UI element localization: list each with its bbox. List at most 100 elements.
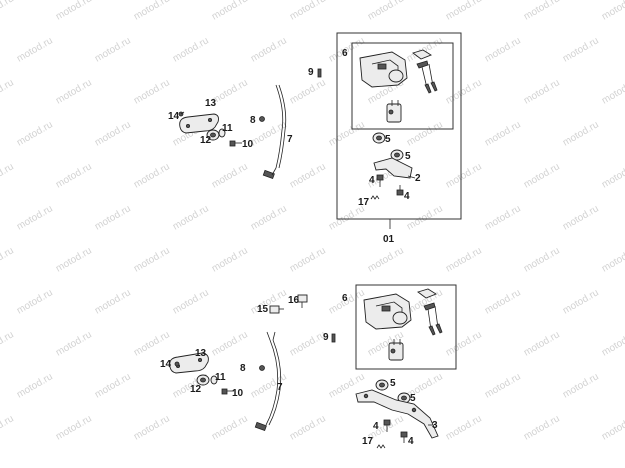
spring-2 bbox=[376, 444, 386, 449]
watermark-text-25: motod.ru bbox=[600, 77, 625, 106]
callout-4d: 4 bbox=[408, 436, 414, 447]
watermark-text-16: motod.ru bbox=[561, 35, 601, 64]
watermark-text-7: motod.ru bbox=[522, 0, 562, 23]
grommet-top-2 bbox=[375, 379, 389, 391]
watermark-text-14: motod.ru bbox=[405, 35, 445, 64]
bolt-2 bbox=[221, 388, 234, 395]
watermark-text-49: motod.ru bbox=[483, 203, 523, 232]
watermark-text-53: motod.ru bbox=[132, 245, 172, 274]
watermark-text-37: motod.ru bbox=[210, 161, 250, 190]
watermark-text-26: motod.ru bbox=[15, 119, 55, 148]
screw-right-2 bbox=[400, 431, 408, 443]
watermark-text-18: motod.ru bbox=[54, 77, 94, 106]
bottom-assembly bbox=[169, 284, 457, 449]
watermark-text-23: motod.ru bbox=[444, 77, 484, 106]
callout-13: 13 bbox=[205, 98, 217, 109]
callout-5c: 5 bbox=[390, 378, 396, 389]
watermark-text-9: motod.ru bbox=[15, 35, 55, 64]
callout-4c: 4 bbox=[373, 421, 379, 432]
watermark-text-17: motod.ru bbox=[0, 77, 16, 106]
callout-16: 16 bbox=[288, 295, 300, 306]
callout-11-b: 11 bbox=[215, 372, 226, 383]
switch-cap-2 bbox=[417, 288, 437, 299]
watermark-text-67: motod.ru bbox=[561, 287, 601, 316]
top-assembly bbox=[178, 32, 462, 229]
watermark-text-35: motod.ru bbox=[54, 161, 94, 190]
grommet-top bbox=[372, 132, 386, 144]
watermark-text-38: motod.ru bbox=[288, 161, 328, 190]
watermark-text-80: motod.ru bbox=[249, 371, 289, 400]
watermark-text-34: motod.ru bbox=[0, 161, 16, 190]
grommet-lower bbox=[390, 149, 404, 161]
switch-housing-2 bbox=[363, 293, 412, 330]
callout-15: 15 bbox=[257, 304, 269, 315]
watermark-text-61: motod.ru bbox=[93, 287, 133, 316]
callout-01: 01 bbox=[383, 234, 395, 245]
watermark-text-54: motod.ru bbox=[210, 245, 250, 274]
watermark-text-58: motod.ru bbox=[522, 245, 562, 274]
switch-bracket bbox=[386, 100, 402, 123]
watermark-text-77: motod.ru bbox=[15, 371, 55, 400]
screw-left-2 bbox=[383, 419, 391, 432]
bolt bbox=[229, 140, 242, 147]
callout-14-b: 14 bbox=[160, 359, 172, 370]
callout-9: 9 bbox=[308, 67, 314, 78]
watermark-text-5: motod.ru bbox=[366, 0, 406, 23]
watermark-text-68: motod.ru bbox=[0, 329, 16, 358]
watermark-text-86: motod.ru bbox=[54, 413, 94, 442]
callout-5d: 5 bbox=[410, 393, 416, 404]
clip bbox=[259, 116, 265, 122]
watermark-text-75: motod.ru bbox=[522, 329, 562, 358]
leader-lines bbox=[180, 111, 433, 426]
watermark-text-2: motod.ru bbox=[132, 0, 172, 23]
callout-17-b: 17 bbox=[362, 436, 374, 447]
callouts-top: 6 9 14 13 8 7 12 11 10 5 5 4 2 4 17 01 bbox=[168, 48, 421, 245]
watermark-text-19: motod.ru bbox=[132, 77, 172, 106]
watermark-text-27: motod.ru bbox=[93, 119, 133, 148]
connector-16 bbox=[297, 294, 308, 308]
nut-2 bbox=[196, 374, 210, 386]
watermark-text-62: motod.ru bbox=[171, 287, 211, 316]
kit-frame-bottom bbox=[355, 284, 457, 370]
watermark-text-12: motod.ru bbox=[249, 35, 289, 64]
callout-14: 14 bbox=[168, 111, 180, 122]
watermark-text-72: motod.ru bbox=[288, 329, 328, 358]
callout-8-b: 8 bbox=[240, 363, 246, 374]
callout-11: 11 bbox=[222, 123, 233, 134]
watermark-text-24: motod.ru bbox=[522, 77, 562, 106]
callout-2: 2 bbox=[415, 173, 421, 184]
watermark-text-11: motod.ru bbox=[171, 35, 211, 64]
watermark-text-43: motod.ru bbox=[15, 203, 55, 232]
kit-frame-inner bbox=[351, 42, 454, 130]
cable-2 bbox=[254, 331, 282, 432]
watermark-text-52: motod.ru bbox=[54, 245, 94, 274]
callout-3: 3 bbox=[432, 420, 438, 431]
callout-7-b: 7 bbox=[277, 382, 283, 393]
watermark-text-8: motod.ru bbox=[600, 0, 625, 23]
watermark-text-21: motod.ru bbox=[288, 77, 328, 106]
switch-housing bbox=[359, 51, 408, 88]
callout-10-b: 10 bbox=[232, 388, 244, 399]
watermark-text-91: motod.ru bbox=[444, 413, 484, 442]
watermark-text-4: motod.ru bbox=[288, 0, 328, 23]
spring bbox=[370, 195, 380, 200]
small-pin-2 bbox=[331, 333, 336, 343]
watermark-text-92: motod.ru bbox=[522, 413, 562, 442]
watermark-text-48: motod.ru bbox=[405, 203, 445, 232]
watermark-text-36: motod.ru bbox=[132, 161, 172, 190]
watermark-text-41: motod.ru bbox=[522, 161, 562, 190]
watermark-text-57: motod.ru bbox=[444, 245, 484, 274]
watermark-text-71: motod.ru bbox=[210, 329, 250, 358]
kit-frame-outer bbox=[336, 32, 462, 220]
watermark-text-55: motod.ru bbox=[288, 245, 328, 274]
watermark-text-74: motod.ru bbox=[444, 329, 484, 358]
watermark-text-56: motod.ru bbox=[366, 245, 406, 274]
watermark-text-89: motod.ru bbox=[288, 413, 328, 442]
callout-17: 17 bbox=[358, 197, 370, 208]
lever-pair-2 bbox=[423, 302, 443, 336]
watermark-text-84: motod.ru bbox=[561, 371, 601, 400]
watermark-text-46: motod.ru bbox=[249, 203, 289, 232]
clip-2 bbox=[259, 365, 265, 371]
lever-pair bbox=[416, 60, 438, 94]
watermark-text-83: motod.ru bbox=[483, 371, 523, 400]
